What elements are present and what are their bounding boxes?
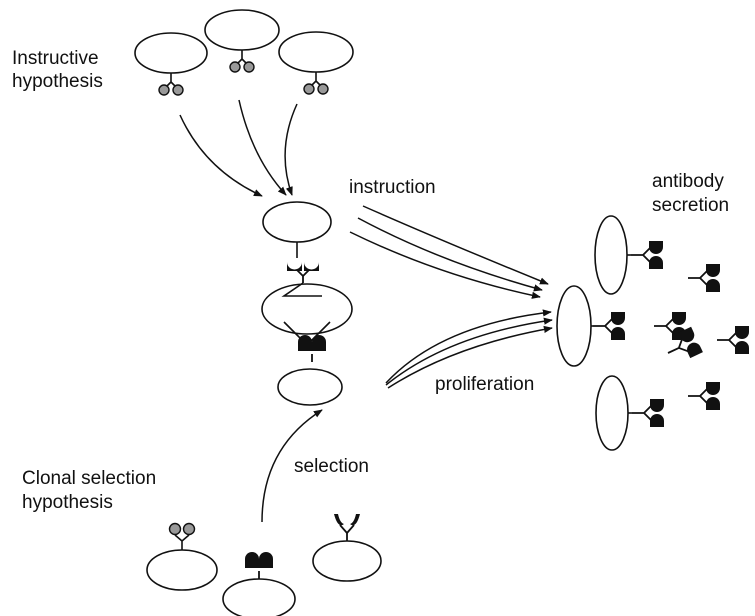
selection-label: selection [294, 456, 369, 477]
instruction-label: instruction [349, 177, 436, 198]
clonal-selection-label-2: hypothesis [22, 492, 113, 513]
clonal-selection-label-1: Clonal selection [22, 468, 156, 489]
instruction-cell [262, 201, 332, 258]
plasma-cell-bottom [595, 375, 665, 451]
instructive-hypothesis-label-2: hypothesis [12, 71, 103, 92]
instructive-hypothesis-label-1: Instructive [12, 48, 99, 69]
instructive-arrow-1 [179, 114, 263, 197]
instructive-cell-2 [204, 9, 280, 73]
plasma-cell-top [594, 215, 664, 295]
secreted-antibody-icon [716, 325, 750, 355]
plasma-cell-middle [556, 285, 626, 367]
selected-cell [277, 368, 343, 406]
instruction-arrow-2 [357, 217, 543, 292]
instructive-arrow-2 [238, 99, 287, 196]
proliferation-arrow-2 [385, 317, 553, 386]
proliferation-arrow-3 [387, 325, 553, 389]
selection-arrow [261, 409, 323, 523]
proliferation-arrow-1 [385, 309, 552, 384]
instruction-antibody-icon [286, 261, 320, 284]
secreted-antibody-icon [687, 263, 721, 293]
clonal-cell-1 [146, 522, 218, 591]
secreted-antibody-icon [661, 325, 704, 367]
instruction-arrow-1 [362, 205, 549, 285]
proliferation-label: proliferation [435, 374, 534, 395]
clonal-cell-2 [222, 551, 296, 616]
instructive-cell-3 [278, 31, 354, 95]
clonal-cell-3 [312, 513, 382, 582]
instruction-arrow-3 [349, 231, 541, 299]
instructive-arrow-3 [284, 103, 298, 196]
antibody-secretion-label-1: antibody [652, 171, 724, 192]
secreted-antibody-icon [687, 381, 721, 411]
instructive-cell-1 [134, 32, 208, 96]
antibody-secretion-label-2: secretion [652, 195, 729, 216]
